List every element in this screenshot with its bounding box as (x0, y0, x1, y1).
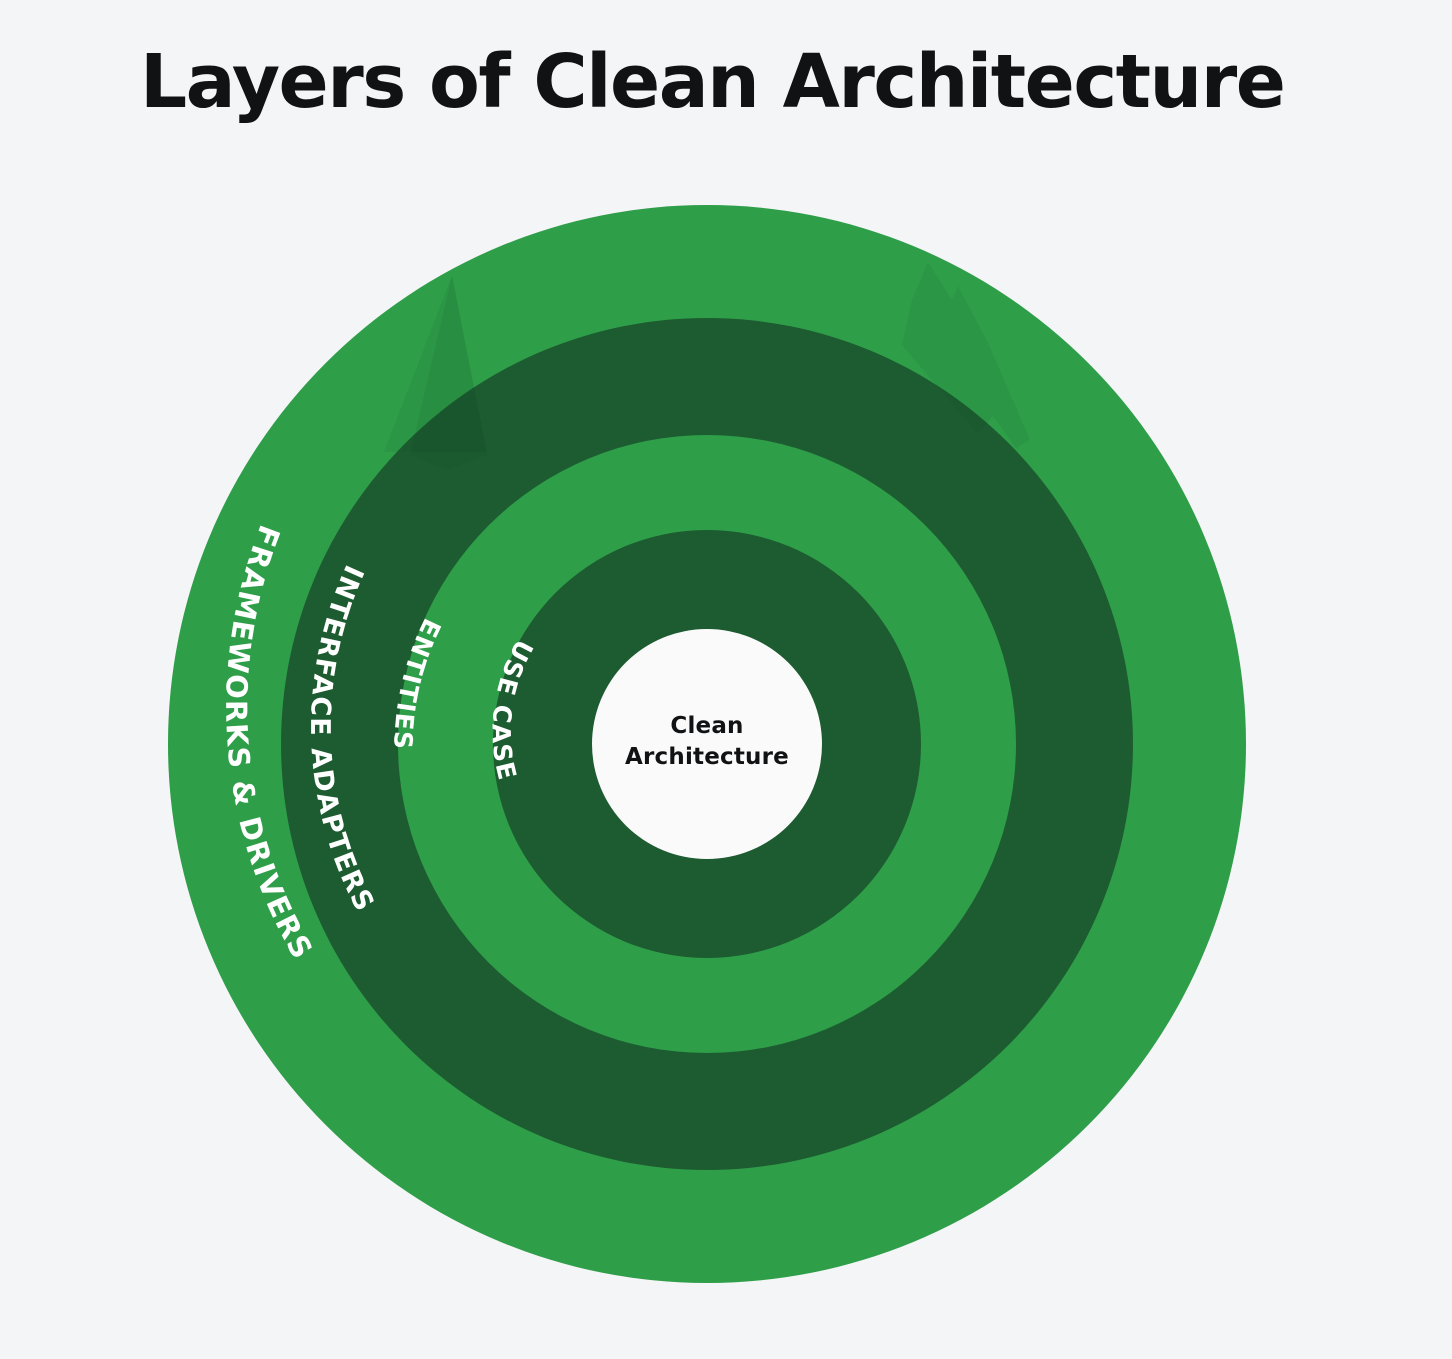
page-title: Layers of Clean Architecture (140, 39, 1286, 125)
right-wedge-watermark (902, 262, 1030, 448)
core-circle (592, 629, 822, 859)
left-wedge-watermark (410, 276, 487, 470)
left-wedge-watermark-tail (384, 276, 487, 452)
core-label-line-1: Clean (670, 713, 743, 739)
watermark-group (384, 262, 1030, 470)
core-label-line-2: Architecture (625, 744, 789, 770)
